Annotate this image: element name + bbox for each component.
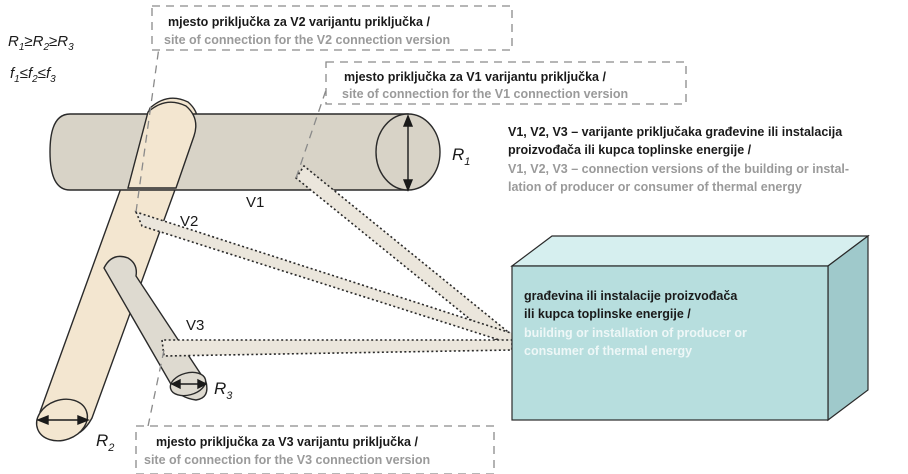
label-r3: R3 bbox=[214, 379, 233, 402]
legend-hr-line2: proizvođača ili kupca toplinske energije… bbox=[508, 143, 752, 157]
building-en-line1: building or installation of producer or bbox=[524, 326, 747, 340]
frequency-condition: f1≤f2≤f3 bbox=[10, 65, 56, 85]
label-r1: R1 bbox=[452, 145, 470, 168]
building-box bbox=[510, 234, 870, 422]
pipe-r2-front bbox=[127, 101, 197, 189]
callout-v2-en: site of connection for the V2 connection… bbox=[164, 33, 450, 47]
connection-v2 bbox=[134, 210, 515, 346]
connection-v1 bbox=[294, 164, 520, 352]
label-v2: V2 bbox=[180, 213, 198, 230]
callout-v1-hr: mjesto priključka za V1 varijantu priklj… bbox=[344, 70, 606, 84]
pipe-r3 bbox=[103, 255, 208, 401]
connection-v3 bbox=[161, 339, 513, 357]
callout-v2-box bbox=[151, 5, 513, 51]
callout-v1-en: site of connection for the V1 connection… bbox=[342, 87, 628, 101]
legend-en-line1: V1, V2, V3 – connection versions of the … bbox=[508, 162, 849, 176]
callout-v2-hr: mjesto priključka za V2 varijantu priklj… bbox=[168, 15, 430, 29]
building-hr-line1: građevina ili instalacije proizvođača bbox=[524, 289, 738, 303]
pipe-r1 bbox=[49, 113, 441, 191]
legend-hr-line1: V1, V2, V3 – varijante priključaka građe… bbox=[508, 125, 843, 139]
callout-v3-en: site of connection for the V3 connection… bbox=[144, 453, 430, 467]
building-en-line2: consumer of thermal energy bbox=[524, 344, 692, 358]
label-v1: V1 bbox=[246, 194, 264, 211]
label-v3: V3 bbox=[186, 317, 204, 334]
callout-v1-box bbox=[325, 61, 687, 105]
building-hr-line2: ili kupca toplinske energije / bbox=[524, 307, 691, 321]
label-r2: R2 bbox=[96, 431, 114, 454]
callout-v3-hr: mjesto priključka za V3 varijantu priklj… bbox=[156, 435, 418, 449]
radius-condition: R1≥R2≥R3 bbox=[8, 33, 74, 53]
callout-v3-box bbox=[135, 425, 495, 474]
legend-en-line2: lation of producer or consumer of therma… bbox=[508, 180, 802, 194]
radius-arrows bbox=[36, 114, 414, 426]
